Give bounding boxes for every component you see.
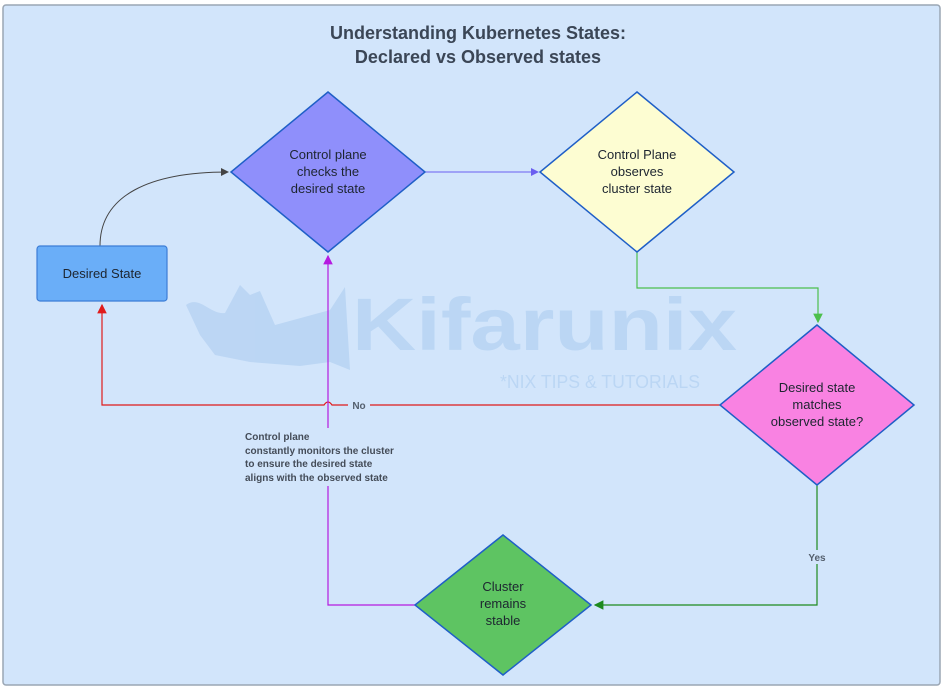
node-control-plane-checks[interactable]: Control plane checks the desired state [229,91,427,253]
edge-desired-to-checks [99,168,229,247]
svg-text:observed state?: observed state? [771,414,864,429]
svg-text:Cluster: Cluster [482,579,524,594]
edge-matches-yes-to-stable [593,485,818,610]
svg-text:Control Plane: Control Plane [598,147,677,162]
watermark: Kifarunix *NIX TIPS & TUTORIALS [186,283,737,392]
svg-text:to ensure the desired state: to ensure the desired state [245,459,373,470]
node-state-matches-decision[interactable]: Desired state matches observed state? [718,324,916,486]
svg-text:stable: stable [486,613,521,628]
diagram-title-line1: Understanding Kubernetes States: [330,23,626,43]
svg-text:desired state: desired state [291,181,365,196]
node-desired-state[interactable]: Desired State [36,245,168,302]
svg-text:checks the: checks the [297,164,359,179]
edge-stable-to-checks [323,254,415,606]
svg-text:constantly monitors the cluste: constantly monitors the cluster [245,446,394,457]
diagram-title-line2: Declared vs Observed states [355,47,601,67]
svg-text:*NIX TIPS & TUTORIALS: *NIX TIPS & TUTORIALS [500,372,700,392]
node-cluster-stable[interactable]: Cluster remains stable [413,534,593,676]
edge-label-no: No [352,401,365,412]
svg-text:aligns with the observed state: aligns with the observed state [245,473,388,484]
svg-text:Control plane: Control plane [245,432,310,443]
svg-text:remains: remains [480,596,527,611]
node-control-plane-observes[interactable]: Control Plane observes cluster state [538,91,736,253]
rhino-logo-icon [186,285,350,370]
monitor-annotation: Control plane constantly monitors the cl… [245,432,394,484]
svg-text:Desired State: Desired State [63,266,142,281]
svg-text:matches: matches [792,397,842,412]
svg-text:Kifarunix: Kifarunix [352,283,737,366]
svg-text:cluster state: cluster state [602,181,672,196]
svg-text:observes: observes [611,164,664,179]
svg-text:Desired state: Desired state [779,380,856,395]
svg-text:Control plane: Control plane [289,147,366,162]
edge-label-yes: Yes [808,553,826,564]
edge-observes-to-matches [636,252,823,324]
